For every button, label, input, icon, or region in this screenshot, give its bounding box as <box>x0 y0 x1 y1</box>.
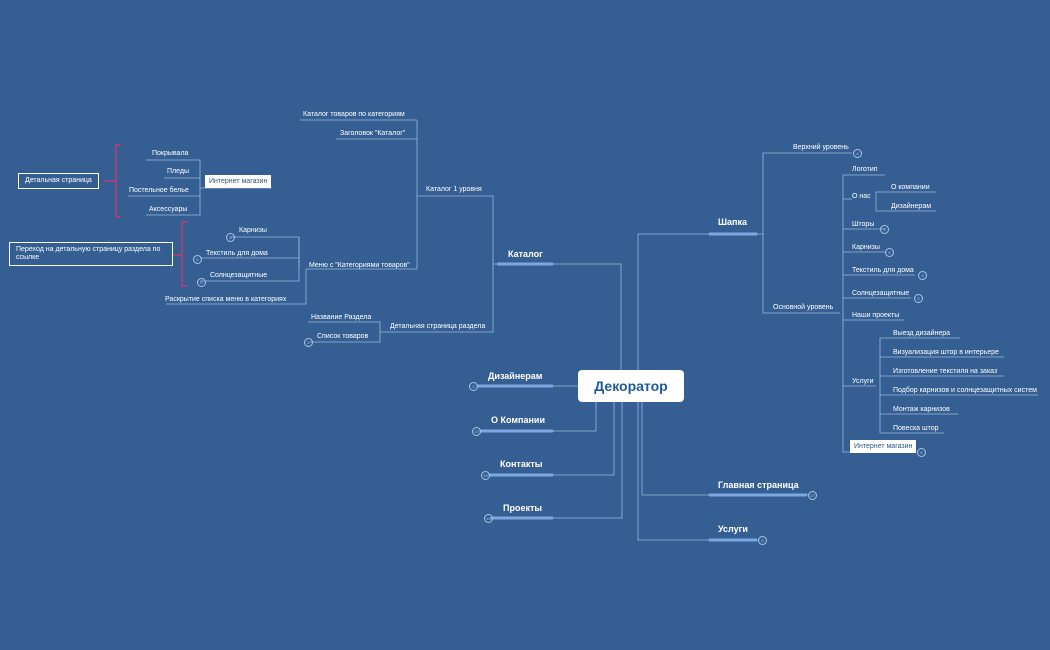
connector <box>146 188 201 216</box>
count-badge: 6 <box>226 233 235 242</box>
count-badge: 3 <box>880 225 889 234</box>
node-pledy[interactable]: Пледы <box>167 168 189 175</box>
connector <box>762 234 840 314</box>
node-kat1[interactable]: Каталог 1 уровня <box>426 186 482 193</box>
node-katalog[interactable]: Каталог <box>508 249 543 259</box>
node-nazvanie[interactable]: Название Раздела <box>311 314 372 321</box>
count-badge: 4 <box>304 338 313 347</box>
count-badge: 6 <box>914 294 923 303</box>
connector <box>875 191 936 199</box>
connector <box>875 199 936 212</box>
connector <box>756 152 852 235</box>
node-dizayneram[interactable]: Дизайнерам <box>488 371 543 381</box>
node-karnizy-left[interactable]: Карнизы <box>239 227 267 234</box>
connector <box>200 237 300 282</box>
count-badge: 3 <box>918 271 927 280</box>
connector <box>380 264 494 333</box>
note-detalnaya[interactable]: Детальная страница <box>18 173 99 189</box>
node-proekty[interactable]: Проекты <box>503 503 543 513</box>
node-glavnaya[interactable]: Главная страница <box>718 480 799 490</box>
node-aksessuary[interactable]: Аксессуары <box>149 206 188 213</box>
connector <box>879 337 960 386</box>
note-perekhod[interactable]: Переход на детальную страницу раздела по… <box>9 242 173 266</box>
connector <box>552 263 622 370</box>
node-det-razdela[interactable]: Детальная страница раздела <box>390 323 486 330</box>
node-menu-kat[interactable]: Меню с "Категориями товаров" <box>309 262 410 269</box>
count-badge: 3 <box>469 382 478 391</box>
node-raskrytie[interactable]: Раскрытие списка меню в категориях <box>165 296 287 303</box>
node-spisok[interactable]: Список товаров <box>317 333 369 340</box>
node-tekstil-left[interactable]: Текстиль для дома <box>206 250 268 257</box>
node-shtory[interactable]: Шторы <box>852 221 875 228</box>
count-badge: 8 <box>917 448 926 457</box>
node-pokryvala[interactable]: Покрывала <box>152 150 189 157</box>
node-uslugi[interactable]: Услуги <box>718 524 748 534</box>
count-badge: 6 <box>197 278 206 287</box>
node-internet-magazin-left[interactable]: Интернет магазин <box>205 175 272 188</box>
connector <box>552 402 623 519</box>
node-montazh[interactable]: Монтаж карнизов <box>893 406 950 413</box>
count-badge: 16 <box>484 514 493 523</box>
node-verkhniy[interactable]: Верхний уровень <box>793 144 849 151</box>
count-badge: 4 <box>853 149 862 158</box>
connector <box>641 402 710 496</box>
node-logotip[interactable]: Логотип <box>852 166 878 173</box>
bracket <box>181 221 187 287</box>
connector <box>308 321 381 332</box>
connector <box>552 402 615 476</box>
node-o-kompanii-sub[interactable]: О компании <box>891 184 930 191</box>
connector <box>146 159 201 188</box>
connector <box>552 402 597 432</box>
node-uslugi-sub[interactable]: Услуги <box>852 378 874 385</box>
node-vyezd[interactable]: Выезд дизайнера <box>893 330 951 337</box>
node-podbor[interactable]: Подбор карнизов и солнцезащитных систем <box>893 387 1037 394</box>
node-vizual[interactable]: Визуализация штор в интерьере <box>893 349 999 356</box>
count-badge: 8 <box>758 536 767 545</box>
bracket <box>115 144 121 218</box>
count-badge: 6 <box>885 248 894 257</box>
connector <box>417 195 496 265</box>
node-kontakty[interactable]: Контакты <box>500 459 543 469</box>
node-solntse[interactable]: Солнцезащитные <box>852 290 910 297</box>
node-solntse-left[interactable]: Солнцезащитные <box>210 272 268 279</box>
node-karnizy[interactable]: Карнизы <box>852 244 880 251</box>
node-o-kompanii[interactable]: О Компании <box>491 415 545 425</box>
connector <box>310 332 381 343</box>
root-node[interactable]: Декоратор <box>578 370 684 402</box>
connector <box>842 313 850 453</box>
count-badge: 6 <box>193 255 202 264</box>
node-osnovnoy[interactable]: Основной уровень <box>773 304 834 311</box>
node-internet-magazin-right[interactable]: Интернет магазин <box>850 440 917 453</box>
node-zagolovok[interactable]: Заголовок "Каталог" <box>340 130 406 137</box>
node-poveska[interactable]: Повеска штор <box>893 425 939 432</box>
node-kat-tovarov[interactable]: Каталог товаров по категориям <box>303 111 405 118</box>
node-izgot[interactable]: Изготовление текстиля на заказ <box>893 368 998 375</box>
node-postelnoe[interactable]: Постельное белье <box>129 187 189 194</box>
count-badge: 27 <box>808 491 817 500</box>
count-badge: 14 <box>472 427 481 436</box>
connector <box>166 269 307 305</box>
node-shapka[interactable]: Шапка <box>718 217 747 227</box>
connector <box>637 402 710 541</box>
node-nashi[interactable]: Наши проекты <box>852 312 900 319</box>
connector <box>637 233 710 370</box>
node-o-nas[interactable]: О нас <box>852 193 871 200</box>
count-badge: 15 <box>481 471 490 480</box>
connector <box>842 174 885 313</box>
node-dizayneram-sub[interactable]: Дизайнерам <box>891 203 932 210</box>
node-tekstil[interactable]: Текстиль для дома <box>852 267 914 274</box>
